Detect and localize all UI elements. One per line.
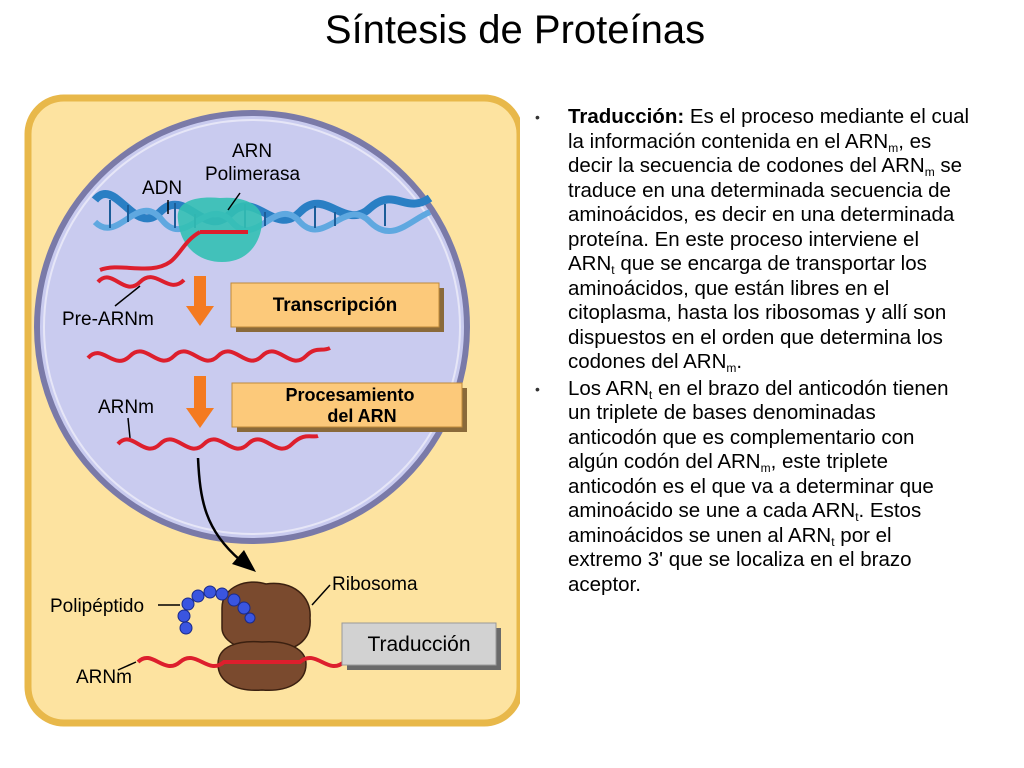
procesamiento-label-1: Procesamiento — [285, 385, 414, 405]
label-arn: ARN — [232, 141, 272, 162]
bullet-2-text: por el extremo 3' que se localiza en el … — [568, 523, 912, 596]
ribosome — [217, 581, 311, 691]
subscript: m — [726, 361, 737, 375]
label-ribosoma: Ribosoma — [332, 574, 418, 595]
bullet-marker: • — [535, 380, 540, 397]
bullet-marker: • — [535, 109, 540, 125]
label-adn: ADN — [142, 178, 182, 199]
bullet-1-text: . — [736, 350, 743, 373]
bullet-2-text: , este triplete anticodón es el que va a… — [568, 450, 934, 522]
bullet-1-lead: Traducción: — [568, 105, 685, 128]
protein-synthesis-diagram: ARN Polimerasa ADN Pre-ARNm Transcripció… — [24, 94, 520, 727]
bullet-2-text: . Estos aminoácidos se unen al ARN — [568, 499, 922, 547]
polypeptide-chain — [177, 585, 256, 635]
pre-mrna-strand — [96, 275, 186, 289]
label-arnm-nucleus: ARNm — [98, 397, 154, 418]
label-arnm-cytoplasm: ARNm — [76, 667, 132, 688]
subscript: t — [648, 387, 653, 402]
subscript: m — [924, 165, 935, 179]
procesamiento-box: Procesamiento del ARN — [231, 382, 467, 432]
label-polipeptido: Polipéptido — [50, 596, 144, 617]
bullet-traduccion: • Traducción: Es el proceso mediante el c… — [535, 105, 970, 375]
processing-arrow — [186, 376, 214, 428]
mrna-strand-nucleus — [116, 434, 319, 451]
mrna-strand-cytoplasm — [136, 655, 346, 669]
traduccion-label: Traducción — [367, 633, 470, 656]
label-polimerasa: Polimerasa — [205, 164, 300, 185]
subscript: t — [611, 263, 615, 277]
transcripcion-label: Transcripción — [273, 295, 398, 316]
label-pre-arnm: Pre-ARNm — [62, 309, 154, 330]
bullet-2-text: Los ARN — [568, 376, 649, 400]
subscript: t — [831, 534, 835, 549]
rna-polymerase — [177, 197, 262, 262]
procesamiento-label-2: del ARN — [327, 406, 396, 426]
text-panel: • Traducción: Es el proceso mediante el c… — [535, 105, 970, 597]
subscript: m — [760, 461, 771, 475]
bullet-1-text: , es decir la secuencia de codones del A… — [568, 129, 932, 178]
bullet-1-text: que se encarga de transportar los aminoá… — [568, 252, 947, 373]
traduccion-box: Traducción — [341, 622, 501, 670]
bullet-arnt: •Los ARNt en el brazo del anticodón tien… — [535, 377, 970, 598]
transcription-arrow — [186, 276, 214, 326]
slide-title: Síntesis de Proteínas — [324, 8, 706, 52]
subscript: t — [855, 510, 859, 524]
bullet-2-text: en el brazo del anticodón tienen un trip… — [568, 376, 949, 474]
bullet-1-text: se traduce en una determinada secuencia … — [568, 154, 963, 275]
export-arrow — [196, 457, 256, 572]
transcripcion-box: Transcripción — [230, 282, 444, 332]
bullet-1-text: Es el proceso mediante el cual la inform… — [568, 105, 970, 153]
subscript: m — [888, 140, 899, 155]
